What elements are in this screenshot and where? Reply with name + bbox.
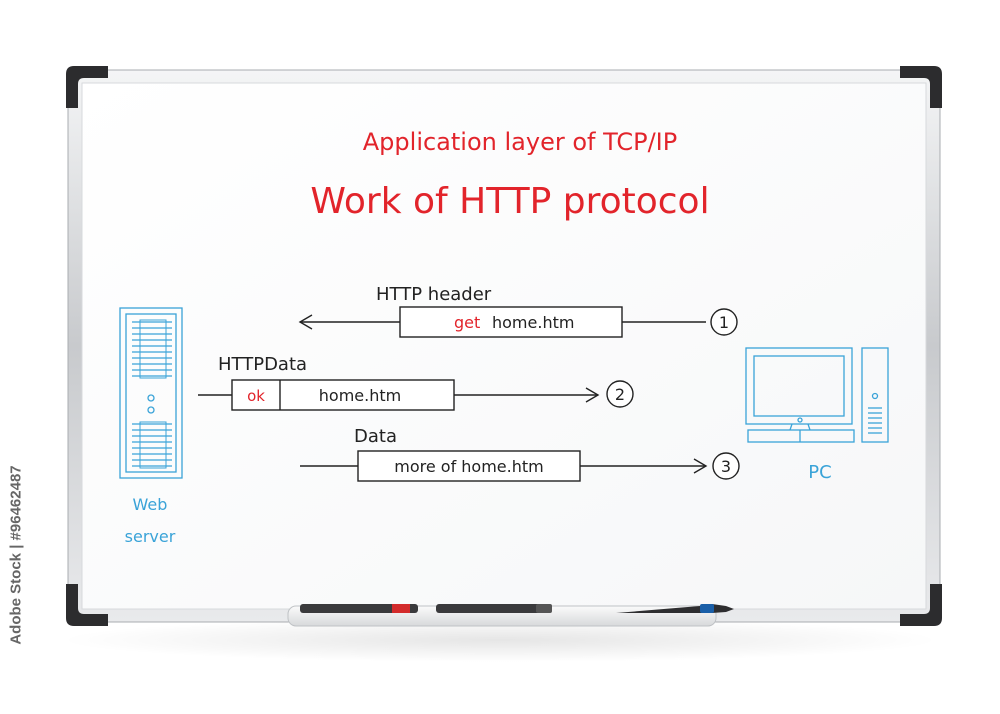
corner-top-right: [900, 66, 942, 108]
flow-1-resource: home.htm: [492, 313, 574, 332]
flow-3-resource: more of home.htm: [394, 457, 543, 476]
flow-1: HTTP header get home.htm 1: [298, 284, 738, 338]
corner-bottom-left: [66, 584, 108, 626]
flow-1-label: HTTP header: [376, 284, 492, 305]
flow-1-method: get: [454, 313, 480, 332]
board-surface: [81, 82, 927, 610]
server-label-line1: Web: [133, 495, 168, 514]
corner-bottom-right: [900, 584, 942, 626]
title-small: Application layer of TCP/IP: [363, 128, 677, 156]
flow-2-label: HTTPData: [218, 354, 307, 375]
step-3: 3: [721, 457, 731, 476]
stock-watermark-text: Adobe Stock | #96462487: [7, 465, 25, 645]
flow-2-resource: home.htm: [319, 386, 401, 405]
flow-2: HTTPData ok home.htm 2: [198, 354, 634, 411]
step-2: 2: [615, 385, 625, 404]
server-label-line2: server: [125, 527, 176, 546]
flow-3-label: Data: [354, 426, 397, 447]
corner-top-left: [66, 66, 108, 108]
board-shadow: [60, 618, 940, 662]
title-large: Work of HTTP protocol: [310, 181, 709, 222]
flow-3: Data more of home.htm 3: [300, 426, 740, 482]
pc-label: PC: [808, 462, 831, 483]
marker-icon[interactable]: [436, 604, 552, 613]
marker-icon[interactable]: [616, 604, 734, 613]
marker-icon[interactable]: [300, 604, 418, 613]
stock-watermark: Adobe Stock | #96462487: [2, 465, 30, 644]
server-icon: [119, 307, 183, 479]
flow-2-status: ok: [247, 387, 265, 405]
computer-icon: [745, 347, 889, 443]
step-1: 1: [719, 313, 729, 332]
